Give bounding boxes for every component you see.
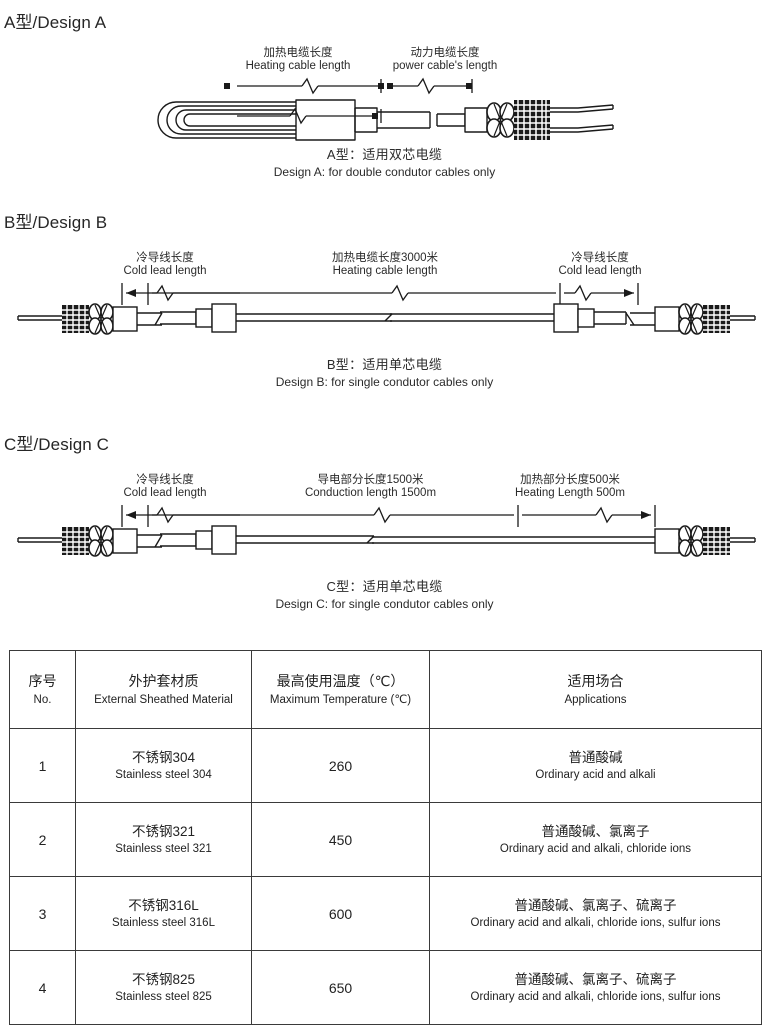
cell-no: 2 <box>9 802 76 877</box>
design-c-title: C型/Design C <box>4 435 110 454</box>
cell-material: 不锈钢825 Stainless steel 825 <box>75 950 252 1025</box>
cell-no: 3 <box>9 876 76 951</box>
dim-power-cable-length <box>387 77 473 95</box>
cell-application: 普通酸碱、氯离子、硫离子 Ordinary acid and alkali, c… <box>429 876 762 951</box>
cell-material: 不锈钢304 Stainless steel 304 <box>75 728 252 803</box>
design-c-dim-rail <box>121 505 656 527</box>
design-b-connector-left <box>17 303 138 335</box>
dim-label-cold-lead-right-b: 冷导线长度 Cold lead length <box>558 252 642 277</box>
cell-temperature: 650 <box>251 950 430 1025</box>
cell-temperature: 260 <box>251 728 430 803</box>
design-a-caption: A型：适用双芯电缆 Design A: for double condutor … <box>273 147 496 179</box>
table-row: 2 不锈钢321 Stainless steel 321 450 普通酸碱、氯离… <box>9 802 762 877</box>
design-c-connector-left <box>17 525 138 557</box>
cell-temperature: 450 <box>251 802 430 877</box>
dim-label-conduction-length-c: 导电部分长度1500米 Conduction length 1500m <box>304 474 437 499</box>
cell-application: 普通酸碱、氯离子 Ordinary acid and alkali, chlor… <box>429 802 762 877</box>
design-a-diagram <box>157 77 614 141</box>
header-cell-material: 外护套材质 External Sheathed Material <box>75 650 252 729</box>
design-a-title: A型/Design A <box>4 13 107 32</box>
dim-label-heating-cable-length-a: 加热电缆长度 Heating cable length <box>245 47 351 72</box>
design-a-connector <box>486 100 614 140</box>
header-cell-no: 序号 No. <box>9 650 76 729</box>
table-row: 3 不锈钢316L Stainless steel 316L 600 普通酸碱、… <box>9 876 762 951</box>
table-row: 4 不锈钢825 Stainless steel 825 650 普通酸碱、氯离… <box>9 950 762 1025</box>
design-a-lower-dim <box>237 107 382 125</box>
header-cell-applications: 适用场合 Applications <box>429 650 762 729</box>
dim-label-cold-lead-c: 冷导线长度 Cold lead length <box>123 474 207 499</box>
dim-label-heating-cable-3000m-b: 加热电缆长度3000米 Heating cable length <box>331 252 439 277</box>
dim-label-power-cable-length-a: 动力电缆长度 power cable's length <box>392 47 498 72</box>
cell-material: 不锈钢321 Stainless steel 321 <box>75 802 252 877</box>
table-row: 1 不锈钢304 Stainless steel 304 260 普通酸碱 Or… <box>9 728 762 803</box>
dim-label-cold-lead-left-b: 冷导线长度 Cold lead length <box>123 252 207 277</box>
design-c-connector-right <box>654 525 756 557</box>
dim-heating-cable-length <box>224 77 384 95</box>
design-b-title: B型/Design B <box>4 213 108 232</box>
header-cell-temperature: 最高使用温度（℃） Maximum Temperature (℃) <box>251 650 430 729</box>
cell-application: 普通酸碱 Ordinary acid and alkali <box>429 728 762 803</box>
cell-application: 普通酸碱、氯离子、硫离子 Ordinary acid and alkali, c… <box>429 950 762 1025</box>
design-c-diagram <box>17 505 756 557</box>
cell-material: 不锈钢316L Stainless steel 316L <box>75 876 252 951</box>
cell-no: 1 <box>9 728 76 803</box>
design-b-dim-rail <box>121 283 639 305</box>
design-b-diagram <box>17 283 756 335</box>
design-b-connector-right <box>654 303 756 335</box>
cell-temperature: 600 <box>251 876 430 951</box>
design-c-caption: C型：适用单芯电缆 Design C: for single condutor … <box>275 579 494 611</box>
dim-label-heating-length-c: 加热部分长度500米 Heating Length 500m <box>515 474 625 499</box>
material-spec-table: 序号 No. 外护套材质 External Sheathed Material … <box>9 650 762 1025</box>
cell-no: 4 <box>9 950 76 1025</box>
design-b-caption: B型：适用单芯电缆 Design B: for single condutor … <box>275 357 494 389</box>
table-header-row: 序号 No. 外护套材质 External Sheathed Material … <box>9 650 762 729</box>
